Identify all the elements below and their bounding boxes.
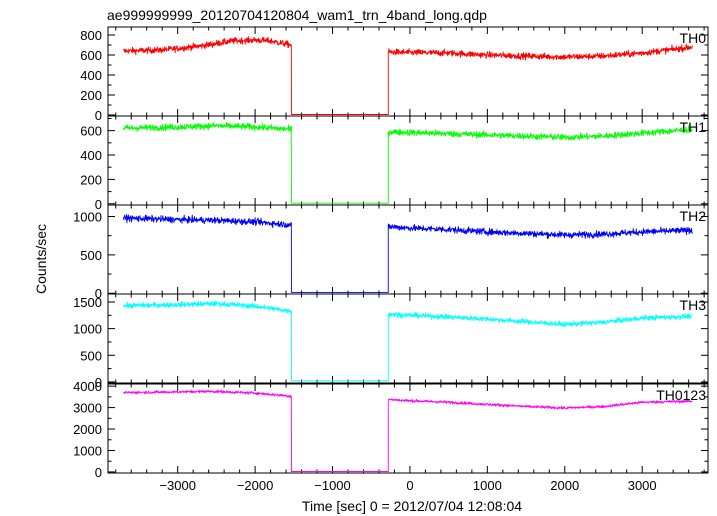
panel-frame bbox=[107, 115, 709, 206]
y-tick-label: 2000 bbox=[73, 422, 102, 437]
panel-label: TH0 bbox=[680, 30, 707, 46]
panel-th3: 0 500 1000 1500 TH3 bbox=[73, 293, 709, 390]
y-tick-label: 1500 bbox=[73, 295, 102, 310]
panel-th1: 0 200 400 600 TH1 bbox=[80, 115, 709, 212]
panel-label: TH1 bbox=[680, 119, 707, 135]
series-th2 bbox=[123, 213, 693, 293]
x-tick-label: 1000 bbox=[473, 478, 502, 493]
panel-th0: 0 200 400 600 800 TH0 bbox=[80, 26, 709, 123]
panel-label: TH2 bbox=[680, 208, 707, 224]
y-axis-label: Counts/sec bbox=[33, 224, 49, 294]
panel-frame bbox=[107, 26, 709, 117]
x-tick-label: −2000 bbox=[237, 478, 274, 493]
y-tick-label: 200 bbox=[80, 172, 102, 187]
y-tick-label: 600 bbox=[80, 124, 102, 139]
series-th0 bbox=[123, 35, 693, 115]
panel-frame bbox=[107, 293, 709, 384]
x-tick-label: −1000 bbox=[314, 478, 351, 493]
y-tick-label: 1000 bbox=[73, 210, 102, 225]
y-tick-label: 0 bbox=[95, 286, 102, 301]
x-tick-label: −3000 bbox=[159, 478, 196, 493]
y-tick-label: 600 bbox=[80, 48, 102, 63]
panel-label: TH0123 bbox=[656, 387, 706, 403]
y-tick-label: 3000 bbox=[73, 401, 102, 416]
y-tick-label: 0 bbox=[95, 465, 102, 480]
y-tick-label: 4000 bbox=[73, 379, 102, 394]
series-th1 bbox=[123, 121, 693, 204]
chart-title: ae999999999_20120704120804_wam1_trn_4ban… bbox=[107, 7, 487, 23]
y-tick-label: 0 bbox=[95, 375, 102, 390]
series-th0123 bbox=[123, 389, 693, 472]
y-tick-label: 500 bbox=[80, 348, 102, 363]
panel-th2: 0 500 1000 TH2 bbox=[73, 204, 709, 301]
x-tick-label: 0 bbox=[406, 478, 413, 493]
x-axis-label: Time [sec] 0 = 2012/07/04 12:08:04 bbox=[302, 498, 522, 514]
y-tick-label: 200 bbox=[80, 88, 102, 103]
y-tick-label: 400 bbox=[80, 68, 102, 83]
y-tick-label: 0 bbox=[95, 197, 102, 212]
x-tick-label: 3000 bbox=[628, 478, 657, 493]
y-tick-label: 1000 bbox=[73, 443, 102, 458]
y-tick-label: 0 bbox=[95, 108, 102, 123]
series-th3 bbox=[123, 300, 693, 382]
y-tick-label: 400 bbox=[80, 148, 102, 163]
panel-frame bbox=[107, 383, 709, 474]
panel-label: TH3 bbox=[680, 297, 707, 313]
y-tick-label: 500 bbox=[80, 248, 102, 263]
x-tick-label: 2000 bbox=[550, 478, 579, 493]
panel-frame bbox=[107, 204, 709, 295]
y-tick-label: 800 bbox=[80, 28, 102, 43]
y-tick-label: 1000 bbox=[73, 322, 102, 337]
